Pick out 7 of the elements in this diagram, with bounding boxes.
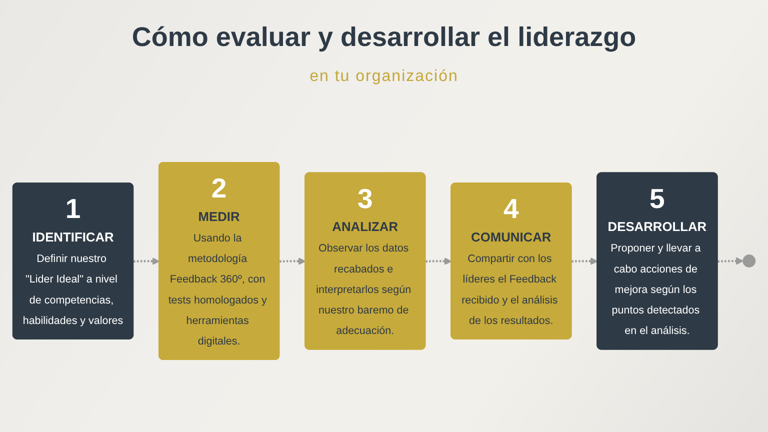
title: Cómo evaluar y desarrollar el liderazgo [132, 22, 636, 53]
arrow [718, 257, 744, 265]
arrow [426, 257, 452, 265]
arrow [134, 257, 160, 265]
arrow [280, 257, 306, 265]
subtitle: en tu organización [310, 68, 458, 86]
arrow [572, 257, 598, 265]
